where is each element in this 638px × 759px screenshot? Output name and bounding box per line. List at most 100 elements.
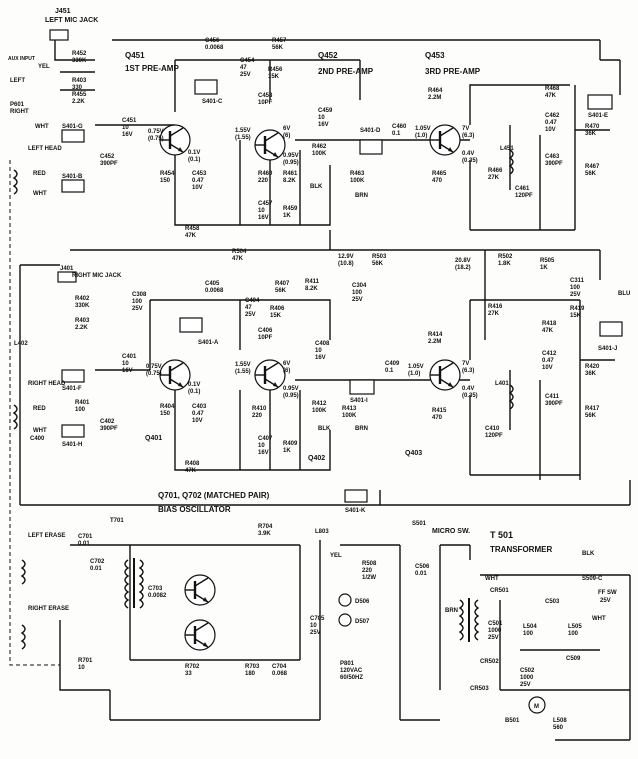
c311-voltage: 25V <box>570 292 581 298</box>
t501-label: T 501 <box>490 530 513 540</box>
r502-value: 1.8K <box>498 261 511 267</box>
q401-volt-4: (0.1) <box>188 389 200 395</box>
q402-volt-5: 0.95V <box>283 386 299 392</box>
c410-value: 120PF <box>485 433 503 439</box>
blk-label: BLK <box>310 184 323 190</box>
q452-label: Q452 <box>318 51 338 60</box>
l504-value: 100 <box>523 631 534 637</box>
s401a-label: S401-A <box>198 340 219 346</box>
r468-label: R468 <box>545 86 560 92</box>
cr502-label: CR502 <box>480 659 499 665</box>
left-head-wht: WHT <box>33 191 47 197</box>
right-label: RIGHT <box>10 109 29 115</box>
q401-volt-3: 0.1V <box>188 382 200 388</box>
c461-value: 120PF <box>515 193 533 199</box>
left-erase-label: LEFT ERASE <box>28 533 65 539</box>
r406-value: 15K <box>270 313 282 319</box>
left-head-red: RED <box>33 171 46 177</box>
s401k-label: S401-K <box>345 508 366 514</box>
c407-label: C407 <box>258 436 273 442</box>
q452-stage-name: 2ND PRE-AMP <box>318 67 374 76</box>
s501-label: S501 <box>412 521 427 527</box>
c701-label: C701 <box>78 534 93 540</box>
s401j-label: S401-J <box>598 346 617 352</box>
c412-label: C412 <box>542 351 557 357</box>
c401-value: 10 <box>122 361 129 367</box>
q452-volt-2: (1.55) <box>235 135 251 141</box>
l505-label: L505 <box>568 624 582 630</box>
c459-label: C459 <box>318 108 333 114</box>
r410-value: 220 <box>252 413 263 419</box>
r403-value: 2.2K <box>75 325 88 331</box>
r417-value: 56K <box>585 413 597 419</box>
r408-label: R408 <box>185 461 200 467</box>
brn-label: BRN <box>355 193 368 199</box>
oscillator-labels: Q701, Q702 (MATCHED PAIR) BIAS OSCILLATO… <box>28 491 366 677</box>
s401c-label: S401-C <box>202 99 223 105</box>
c401-voltage: 16V <box>122 368 133 374</box>
r415-value: 470 <box>432 415 443 421</box>
r461-label: R461 <box>283 171 298 177</box>
r416-label: R416 <box>488 304 503 310</box>
c463-label: C463 <box>545 154 560 160</box>
transistor-q453 <box>428 123 462 157</box>
q452-volt-5: 0.95V <box>283 153 299 159</box>
r419-label: R419 <box>570 306 585 312</box>
cr501-label: CR501 <box>490 588 509 594</box>
r467-label: R467 <box>585 164 600 170</box>
r464-value: 2.2M <box>428 95 441 101</box>
r408-value: 47K <box>185 468 197 474</box>
r504-value: 47K <box>232 256 244 262</box>
r403-label: R403 <box>75 318 90 324</box>
q451-volt-3: 0.1V <box>188 150 200 156</box>
p801-label: P801 <box>340 661 355 667</box>
c506-label: C506 <box>415 564 430 570</box>
q402-volt-4: (6) <box>283 368 290 374</box>
c462-value: 0.47 <box>545 120 557 126</box>
cr503-label: CR503 <box>470 686 489 692</box>
blk-power-label: BLK <box>582 551 595 557</box>
yel-power-label: YEL <box>330 553 342 559</box>
c459-voltage: 16V <box>318 122 329 128</box>
q453-volt-6: (0.35) <box>462 158 478 164</box>
q453-volt-5: 0.4V <box>462 151 474 157</box>
upper-channel-labels: C456 0.0068 R457 56K C454 47 25V R456 15… <box>122 38 608 239</box>
s401b-label: S401-B <box>62 174 83 180</box>
r454-label: R454 <box>160 171 175 177</box>
l508-label: L508 <box>553 718 567 724</box>
r402-value: 330K <box>75 303 90 309</box>
r464-label: R464 <box>428 88 443 94</box>
l451-label: L451 <box>500 146 514 152</box>
c402-value: 390PF <box>100 426 118 432</box>
q403-volt-6: (0.35) <box>462 393 478 399</box>
rail-voltage-1-paren: (10.8) <box>338 261 354 267</box>
q401-label: Q401 <box>145 435 162 442</box>
brn-power-label: BRN <box>445 608 458 614</box>
r702-label: R702 <box>185 664 200 670</box>
switch-blocks <box>61 79 623 503</box>
transistor-q402 <box>253 358 287 392</box>
q403-volt-3: 7V <box>462 361 469 367</box>
q403-volt-1: 1.05V <box>408 364 424 370</box>
r417-label: R417 <box>585 406 600 412</box>
c402-label: C402 <box>100 419 115 425</box>
c454-voltage: 25V <box>240 72 251 78</box>
c454-value: 47 <box>240 65 247 71</box>
r703-label: R703 <box>245 664 260 670</box>
p601-label: P601 <box>10 102 25 108</box>
q401-volt-2: (0.75) <box>146 371 162 377</box>
r404-value: 150 <box>160 411 171 417</box>
stage-titles: Q451 1ST PRE-AMP Q452 2ND PRE-AMP Q453 3… <box>125 51 481 76</box>
q451-stage-name: 1ST PRE-AMP <box>125 64 179 73</box>
r461-value: 8.2K <box>283 178 296 184</box>
c458-label: C458 <box>258 93 273 99</box>
l504-label: L504 <box>523 624 537 630</box>
c501-value: 1000 <box>488 628 502 634</box>
r701-label: R701 <box>78 658 93 664</box>
l402-label: L402 <box>14 341 28 347</box>
blu-label: BLU <box>618 291 630 297</box>
r465-value: 470 <box>432 178 443 184</box>
r505-value: 1K <box>540 265 548 271</box>
c304-label: C304 <box>352 283 367 289</box>
micro-sw-label: MICRO SW. <box>432 528 470 535</box>
